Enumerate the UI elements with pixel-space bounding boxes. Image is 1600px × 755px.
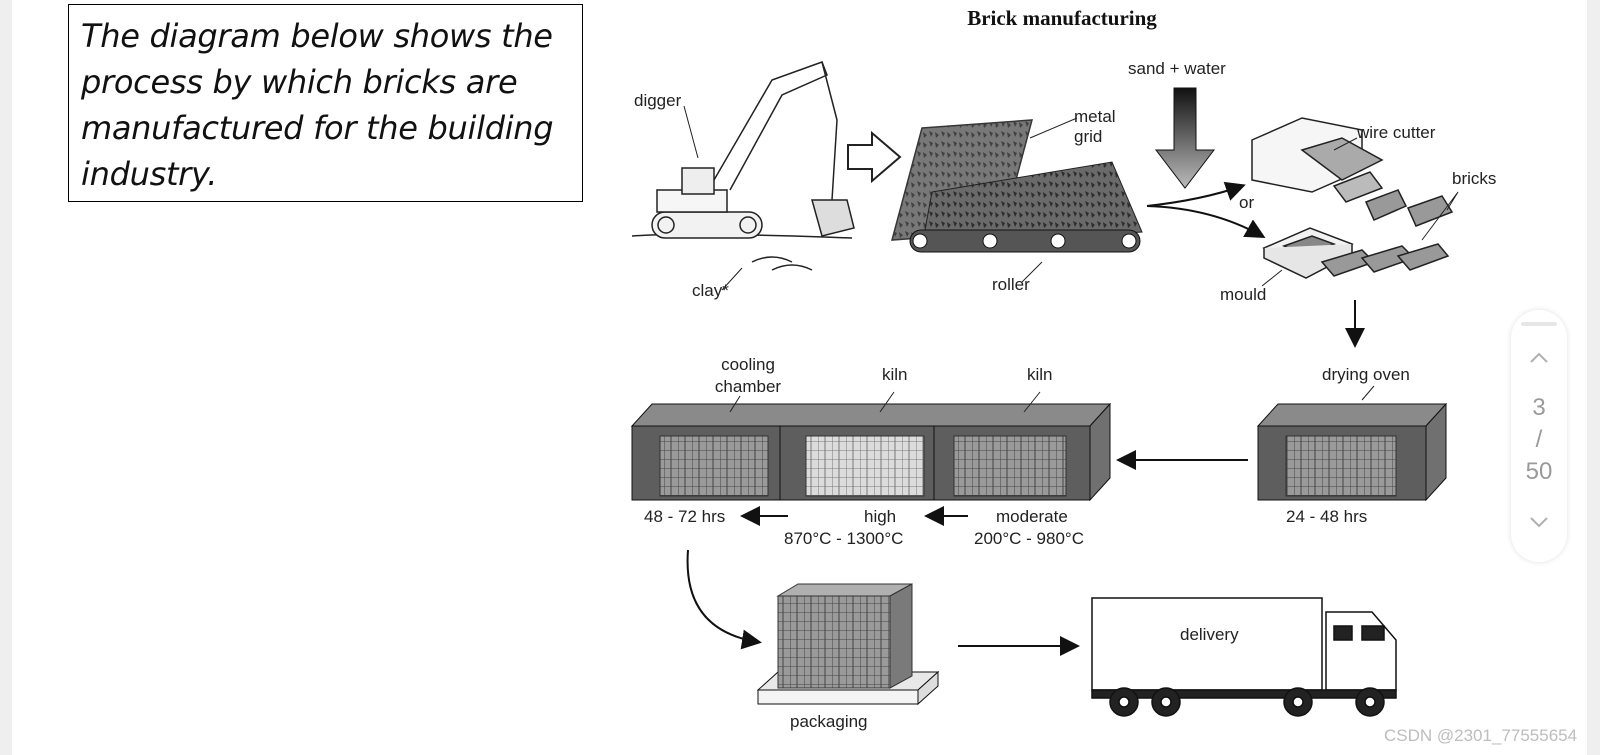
delivery-truck-illustration bbox=[1091, 597, 1397, 717]
label-delivery: delivery bbox=[1180, 625, 1239, 644]
label-bricks: bricks bbox=[1452, 169, 1496, 188]
roller-conveyor-illustration bbox=[891, 119, 1143, 253]
label-moderate-temp: 200°C - 980°C bbox=[974, 529, 1084, 548]
pager-separator: / bbox=[1535, 426, 1543, 453]
diagram-title: Brick manufacturing bbox=[967, 6, 1157, 30]
label-clay: clay* bbox=[692, 281, 729, 300]
label-packaging: packaging bbox=[790, 712, 868, 731]
page-navigator: 3 / 50 bbox=[1511, 310, 1567, 562]
mould-illustration bbox=[1262, 227, 1450, 279]
label-drying-time: 24 - 48 hrs bbox=[1286, 507, 1367, 526]
brick-manufacturing-diagram: Brick manufacturing digger clay* bbox=[622, 0, 1522, 740]
label-cooling-time: 48 - 72 hrs bbox=[644, 507, 725, 526]
label-kiln-high: kiln bbox=[882, 365, 908, 384]
task-prompt-text: The diagram below shows the process by w… bbox=[81, 17, 554, 193]
label-roller: roller bbox=[992, 275, 1030, 294]
arrow-to-packaging bbox=[686, 549, 762, 650]
digger-illustration bbox=[631, 61, 855, 271]
label-high: high bbox=[864, 507, 896, 526]
label-drying-oven: drying oven bbox=[1322, 365, 1410, 384]
pager-handle[interactable] bbox=[1521, 322, 1557, 326]
kiln-block-illustration bbox=[630, 402, 1112, 502]
packaging-illustration bbox=[756, 583, 940, 706]
drying-oven-illustration bbox=[1256, 402, 1448, 502]
chevron-up-icon[interactable] bbox=[1527, 346, 1551, 370]
label-kiln-moderate: kiln bbox=[1027, 365, 1053, 384]
chevron-down-icon[interactable] bbox=[1527, 510, 1551, 534]
label-sand-water: sand + water bbox=[1128, 59, 1226, 78]
diagram-svg: Brick manufacturing digger clay* bbox=[630, 6, 1496, 731]
watermark: CSDN @2301_77555654 bbox=[1384, 726, 1578, 745]
label-or: or bbox=[1239, 193, 1254, 212]
label-high-temp: 870°C - 1300°C bbox=[784, 529, 903, 548]
funnel-arrow-icon bbox=[1154, 87, 1216, 189]
split-arrow-down bbox=[1146, 205, 1266, 238]
label-mould: mould bbox=[1220, 285, 1266, 304]
split-arrow-up bbox=[1146, 181, 1246, 207]
label-wire-cutter: wire cutter bbox=[1356, 123, 1436, 142]
task-prompt-box: The diagram below shows the process by w… bbox=[68, 4, 583, 202]
wire-cutter-illustration bbox=[1251, 117, 1454, 227]
label-moderate: moderate bbox=[996, 507, 1068, 526]
pager-total-pages: 50 bbox=[1525, 458, 1553, 485]
pager-current-page: 3 bbox=[1532, 394, 1546, 421]
page: The diagram below shows the process by w… bbox=[12, 0, 1587, 755]
hollow-arrow-icon bbox=[847, 130, 902, 184]
label-digger: digger bbox=[634, 91, 682, 110]
